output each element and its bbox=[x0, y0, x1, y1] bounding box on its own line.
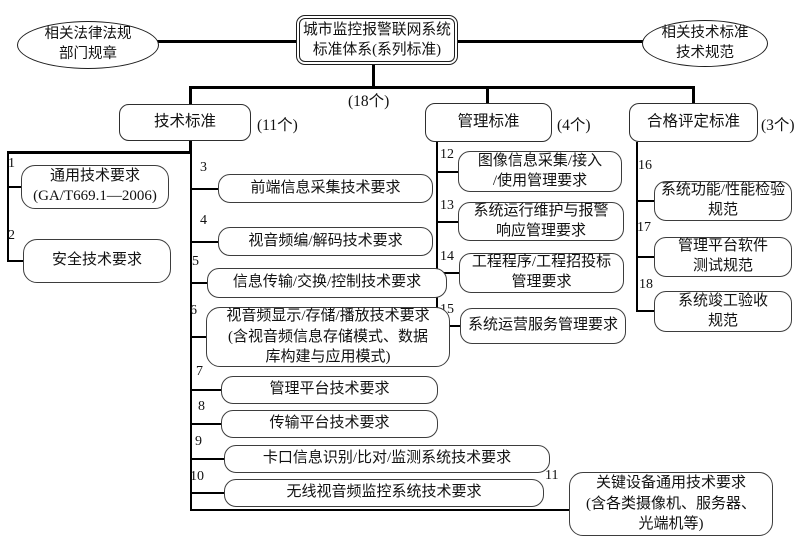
connector-line bbox=[190, 423, 222, 425]
item-box-2: 安全技术要求 bbox=[23, 239, 171, 283]
connector-line bbox=[189, 140, 192, 153]
category-mgmt-standards: 管理标准 bbox=[425, 103, 552, 142]
category-tech-standards: 技术标准 bbox=[119, 104, 251, 141]
item-number-5: 5 bbox=[192, 254, 199, 269]
item-number-3: 3 bbox=[200, 160, 207, 175]
connector-line bbox=[190, 509, 570, 511]
connector-line bbox=[190, 389, 222, 391]
item-box-3: 前端信息采集技术要求 bbox=[218, 174, 433, 203]
connector-line bbox=[436, 142, 438, 327]
connector-line bbox=[486, 86, 489, 104]
item-box-7: 管理平台技术要求 bbox=[221, 376, 438, 404]
connector-line bbox=[436, 272, 460, 274]
item-box-9: 卡口信息识别/比对/监测系统技术要求 bbox=[224, 445, 550, 473]
item-number-11: 11 bbox=[545, 468, 559, 483]
connector-line bbox=[636, 310, 655, 312]
item-number-6: 6 bbox=[190, 303, 197, 318]
item-box-6: 视音频显示/存储/播放技术要求 (含视音频信息存储模式、数据 库构建与应用模式) bbox=[206, 307, 450, 367]
item-box-5: 信息传输/交换/控制技术要求 bbox=[207, 268, 447, 298]
root-title-node: 城市监控报警联网系统 标准体系(系列标准) bbox=[296, 15, 458, 65]
item-number-1: 1 bbox=[8, 156, 15, 171]
item-box-16: 系统功能/性能检验 规范 bbox=[654, 181, 792, 221]
item-number-14: 14 bbox=[440, 249, 454, 264]
connector-line bbox=[7, 151, 9, 262]
item-box-4: 视音频编/解码技术要求 bbox=[218, 227, 433, 256]
item-number-8: 8 bbox=[198, 399, 205, 414]
item-box-13: 系统运行维护与报警 响应管理要求 bbox=[458, 202, 624, 241]
item-box-8: 传输平台技术要求 bbox=[221, 410, 438, 438]
item-number-9: 9 bbox=[195, 434, 202, 449]
item-box-11: 关键设备通用技术要求 (含各类摄像机、服务器、 光端机等) bbox=[569, 472, 773, 536]
connector-line bbox=[692, 86, 695, 104]
connector-line bbox=[436, 171, 459, 173]
root-title-text: 城市监控报警联网系统 标准体系(系列标准) bbox=[299, 18, 455, 62]
item-number-18: 18 bbox=[639, 277, 653, 292]
item-box-14: 工程程序/工程招投标 管理要求 bbox=[459, 253, 624, 293]
connector-line bbox=[7, 186, 22, 188]
connector-line bbox=[456, 40, 644, 43]
connector-line bbox=[189, 86, 192, 105]
connector-line bbox=[636, 256, 655, 258]
item-box-18: 系统竣工验收 规范 bbox=[654, 291, 792, 332]
item-number-16: 16 bbox=[638, 158, 652, 173]
item-number-10: 10 bbox=[190, 469, 204, 484]
connector-line bbox=[7, 151, 192, 154]
item-box-12: 图像信息采集/接入 /使用管理要求 bbox=[458, 151, 622, 192]
count-tech: (11个) bbox=[257, 117, 298, 134]
connector-line bbox=[190, 458, 225, 460]
related-laws-node: 相关法律法规 部门规章 bbox=[17, 21, 159, 69]
connector-line bbox=[190, 151, 192, 511]
item-number-17: 17 bbox=[637, 220, 651, 235]
connector-line bbox=[636, 142, 638, 312]
count-mgmt: (4个) bbox=[557, 117, 591, 134]
item-box-10: 无线视音频监控系统技术要求 bbox=[224, 479, 544, 507]
category-conformity-standards: 合格评定标准 bbox=[629, 103, 758, 142]
item-number-13: 13 bbox=[440, 198, 454, 213]
item-number-7: 7 bbox=[196, 364, 203, 379]
connector-line bbox=[372, 64, 375, 88]
connector-line bbox=[152, 40, 298, 43]
count-total: (18个) bbox=[348, 93, 390, 110]
item-box-17: 管理平台软件 测试规范 bbox=[654, 237, 792, 277]
connector-line bbox=[190, 188, 219, 190]
count-conformity: (3个) bbox=[761, 117, 795, 134]
connector-line bbox=[190, 492, 225, 494]
related-standards-node: 相关技术标准 技术规范 bbox=[642, 20, 768, 67]
connector-line bbox=[7, 260, 24, 262]
item-number-12: 12 bbox=[440, 147, 454, 162]
connector-line bbox=[189, 86, 695, 89]
connector-line bbox=[190, 336, 207, 338]
connector-line bbox=[436, 221, 459, 223]
item-number-2: 2 bbox=[8, 228, 15, 243]
item-box-15: 系统运营服务管理要求 bbox=[460, 308, 626, 344]
connector-line bbox=[190, 282, 208, 284]
connector-line bbox=[190, 241, 219, 243]
item-box-1: 通用技术要求 (GA/T669.1—2006) bbox=[21, 165, 169, 209]
item-number-4: 4 bbox=[200, 213, 207, 228]
connector-line bbox=[636, 200, 655, 202]
